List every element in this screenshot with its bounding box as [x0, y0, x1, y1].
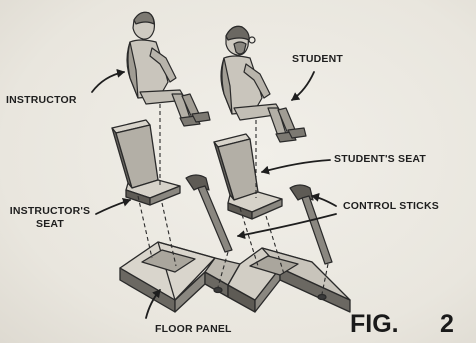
students-seat-label: STUDENT'S SEAT — [334, 153, 426, 166]
instructors-seat-label-line1: INSTRUCTOR'S — [0, 205, 100, 218]
instructors-seat-label-line2: SEAT — [0, 218, 100, 231]
student-figure — [221, 26, 306, 142]
students-seat-drawing — [214, 134, 282, 219]
instructor-label: INSTRUCTOR — [6, 94, 77, 107]
instructors-seat-label: INSTRUCTOR'S SEAT — [0, 205, 100, 231]
control-sticks-label: CONTROL STICKS — [343, 200, 439, 213]
floor-panel-drawing — [120, 242, 350, 312]
student-label: STUDENT — [292, 53, 343, 66]
floor-panel-label: FLOOR PANEL — [155, 323, 232, 336]
figure-caption-number: 2 — [440, 310, 454, 338]
instructors-seat-drawing — [112, 120, 180, 205]
figure-caption-prefix: FIG. — [350, 310, 399, 338]
instructor-figure — [127, 12, 210, 126]
